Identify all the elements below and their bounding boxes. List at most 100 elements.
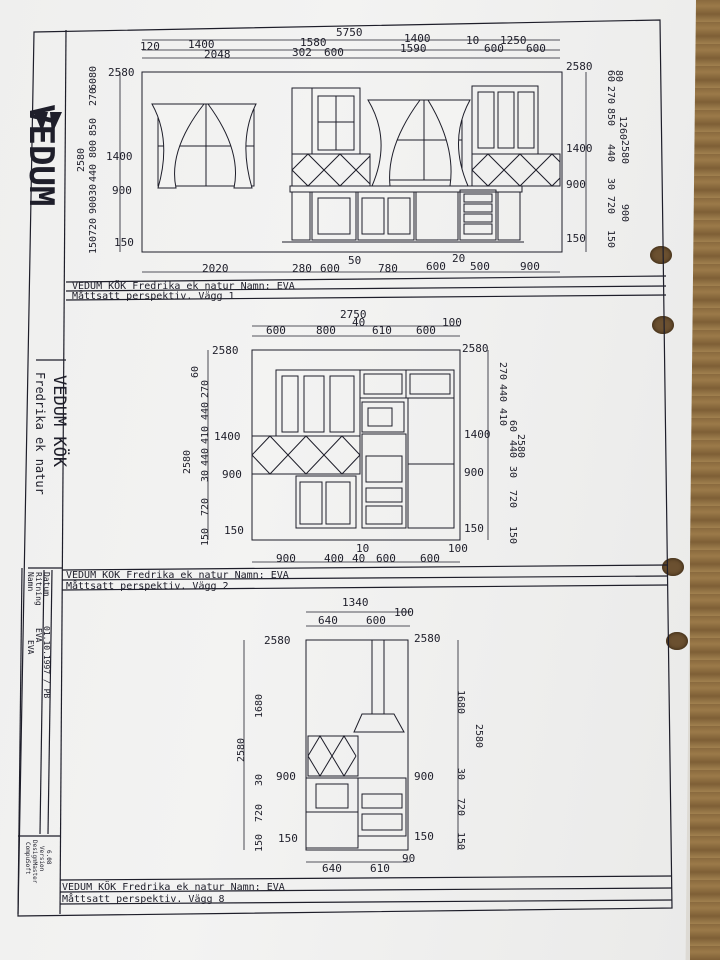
dim-label: 440 — [605, 144, 616, 162]
wall-2-elevation — [251, 349, 461, 541]
level-label: 900 — [112, 184, 132, 197]
dim-label: 600 — [420, 552, 440, 565]
dim-label: 610 — [370, 862, 390, 875]
level-label: 1400 — [566, 142, 593, 155]
level-label: 150 — [414, 830, 434, 843]
wood-table-edge — [690, 0, 720, 960]
dim-label: 150 — [605, 230, 616, 248]
dim-label: 800 — [316, 324, 336, 337]
dim-label: 30 — [507, 466, 518, 478]
dim-label: 440 — [497, 384, 508, 402]
dim-label: 60 — [507, 420, 518, 432]
name-label: Namn — [26, 572, 35, 591]
subtitle-text: Fredrika ek natur — [33, 372, 47, 495]
dim-label: 40 — [352, 316, 365, 329]
wall-1-labels: 5750 120 1400 1580 1400 10 1250 2048 302… — [106, 26, 593, 275]
dim-label: 2580 — [619, 140, 630, 164]
dim-label: 600 — [484, 42, 504, 55]
section-view: Måttsatt perspektiv. Vägg 8 — [62, 892, 225, 905]
dim-label: 2580 — [236, 738, 247, 762]
dim-label: 80 — [88, 66, 99, 78]
level-label: 1400 — [214, 430, 241, 443]
dim-label: 1400 — [404, 32, 431, 45]
level-label: 150 — [566, 232, 586, 245]
dim-label: 1260 — [617, 116, 628, 140]
dim-label: 720 — [507, 490, 518, 508]
wall-2-dimension-lines — [207, 325, 489, 563]
dim-label: 900 — [276, 552, 296, 565]
dim-label: 600 — [366, 614, 386, 627]
dim-label: 600 — [324, 46, 344, 59]
dim-label: 10 — [466, 34, 479, 47]
dim-label: 410 — [497, 408, 508, 426]
dim-label: 1340 — [342, 596, 369, 609]
dim-label: 610 — [372, 324, 392, 337]
level-label: 900 — [566, 178, 586, 191]
dim-label: 440 — [88, 164, 99, 182]
dim-label: 780 — [378, 262, 398, 275]
dim-label: 500 — [470, 260, 490, 273]
dim-label: 600 — [376, 552, 396, 565]
dim-label: 440 — [200, 448, 211, 466]
dim-label: 600 — [416, 324, 436, 337]
section-caption: VEDUM KÖK Fredrika ek natur Namn: EVA — [72, 279, 295, 292]
section-caption: VEDUM KÖK Fredrika ek natur Namn: EVA — [66, 568, 289, 581]
level-label: 2580 — [566, 60, 593, 73]
dim-label: 30 — [605, 178, 616, 190]
level-label: 900 — [276, 770, 296, 783]
dim-label: 440 — [507, 440, 518, 458]
dim-label: 150 — [88, 236, 99, 254]
dim-label: 30 — [200, 470, 211, 482]
section-view: Måttsatt perspektiv. Vägg 1 — [72, 289, 235, 302]
dim-label: 270 — [497, 362, 508, 380]
dim-label: 2048 — [204, 48, 231, 61]
punch-hole — [666, 632, 688, 650]
wall-1-elevation — [141, 71, 563, 253]
level-label: 150 — [464, 522, 484, 535]
dim-label: 150 — [200, 528, 211, 546]
dim-label: 600 — [526, 42, 546, 55]
level-label: 1400 — [464, 428, 491, 441]
dim-label: 410 — [200, 426, 211, 444]
dim-label: 40 — [352, 552, 365, 565]
level-label: 900 — [414, 770, 434, 783]
dim-label: 302 — [292, 46, 312, 59]
dim-label: 850 — [605, 108, 616, 126]
dim-label: 900 — [619, 204, 630, 222]
dim-label: 400 — [324, 552, 344, 565]
wall-8-vertical-labels: 2580 1680 30 720 150 1680 2580 30 720 15… — [236, 690, 484, 852]
wall-8-dimension-lines — [243, 611, 459, 863]
level-label: 150 — [224, 524, 244, 537]
level-label: 2580 — [108, 66, 135, 79]
dim-label: 60 — [88, 78, 99, 90]
ritning-label: Ritning — [34, 572, 43, 606]
wall-8-labels: 1340 640 600 100 640 610 90 2580 900 150… — [264, 596, 441, 875]
title-block: VEDUM KÖK Fredrika ek natur Namn EVA Rit… — [24, 372, 71, 884]
dim-label: 20 — [452, 252, 465, 265]
dim-label: 90 — [402, 852, 415, 865]
dim-label: 270 — [88, 88, 99, 106]
dim-label: 30 — [254, 774, 265, 786]
dim-label: 100 — [448, 542, 468, 555]
wall-1-vertical-labels: 2580 900 720 150 30 440 800 850 270 60 8… — [76, 66, 630, 254]
dim-label: 2580 — [473, 724, 484, 748]
dim-label: 270 — [200, 380, 211, 398]
software-line: CompuSoft — [24, 842, 31, 875]
software-line: Version — [38, 846, 45, 872]
dim-label: 640 — [318, 614, 338, 627]
dim-label: 2580 — [76, 148, 87, 172]
dim-label: 1680 — [455, 690, 466, 714]
level-label: 900 — [222, 468, 242, 481]
dim-label: 120 — [140, 40, 160, 53]
dim-label: 600 — [320, 262, 340, 275]
level-label: 2580 — [212, 344, 239, 357]
dim-label: 60 — [605, 70, 616, 82]
punch-hole — [652, 316, 674, 334]
name-value: EVA — [26, 640, 35, 655]
dim-label: 900 — [88, 196, 99, 214]
dim-label: 720 — [605, 196, 616, 214]
dim-label: 720 — [88, 218, 99, 236]
dim-label: 100 — [394, 606, 414, 619]
dim-label: 440 — [200, 402, 211, 420]
dim-label: 720 — [200, 498, 211, 516]
